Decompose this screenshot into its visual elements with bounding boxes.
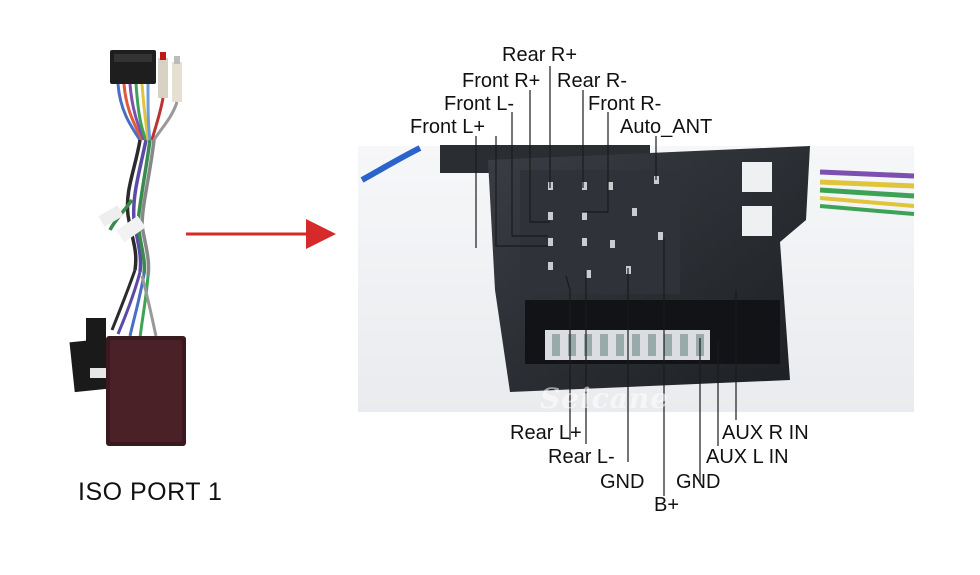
label-gnd-2: GND	[676, 471, 721, 493]
label-auto-ant: Auto_ANT	[620, 116, 713, 138]
label-rear-r-plus: Rear R+	[502, 44, 578, 66]
label-aux-r-in: AUX R IN	[722, 422, 809, 444]
label-front-r-minus: Front R-	[588, 93, 662, 115]
label-aux-l-in: AUX L IN	[706, 446, 789, 468]
label-rear-l-plus: Rear L+	[510, 422, 582, 444]
label-front-l-plus: Front L+	[410, 116, 486, 138]
label-rear-r-minus: Rear R-	[557, 70, 628, 92]
label-b-plus: B+	[654, 494, 680, 516]
harness-photo	[69, 50, 186, 446]
connector-photo	[358, 145, 915, 412]
watermark: Seicane	[540, 382, 670, 415]
label-front-r-plus: Front R+	[462, 70, 541, 92]
label-front-l-minus: Front L-	[444, 93, 515, 115]
caption: ISO PORT 1	[78, 478, 223, 506]
label-rear-l-minus: Rear L-	[548, 446, 615, 468]
leader-lines	[475, 66, 737, 496]
label-gnd-1: GND	[600, 471, 645, 493]
